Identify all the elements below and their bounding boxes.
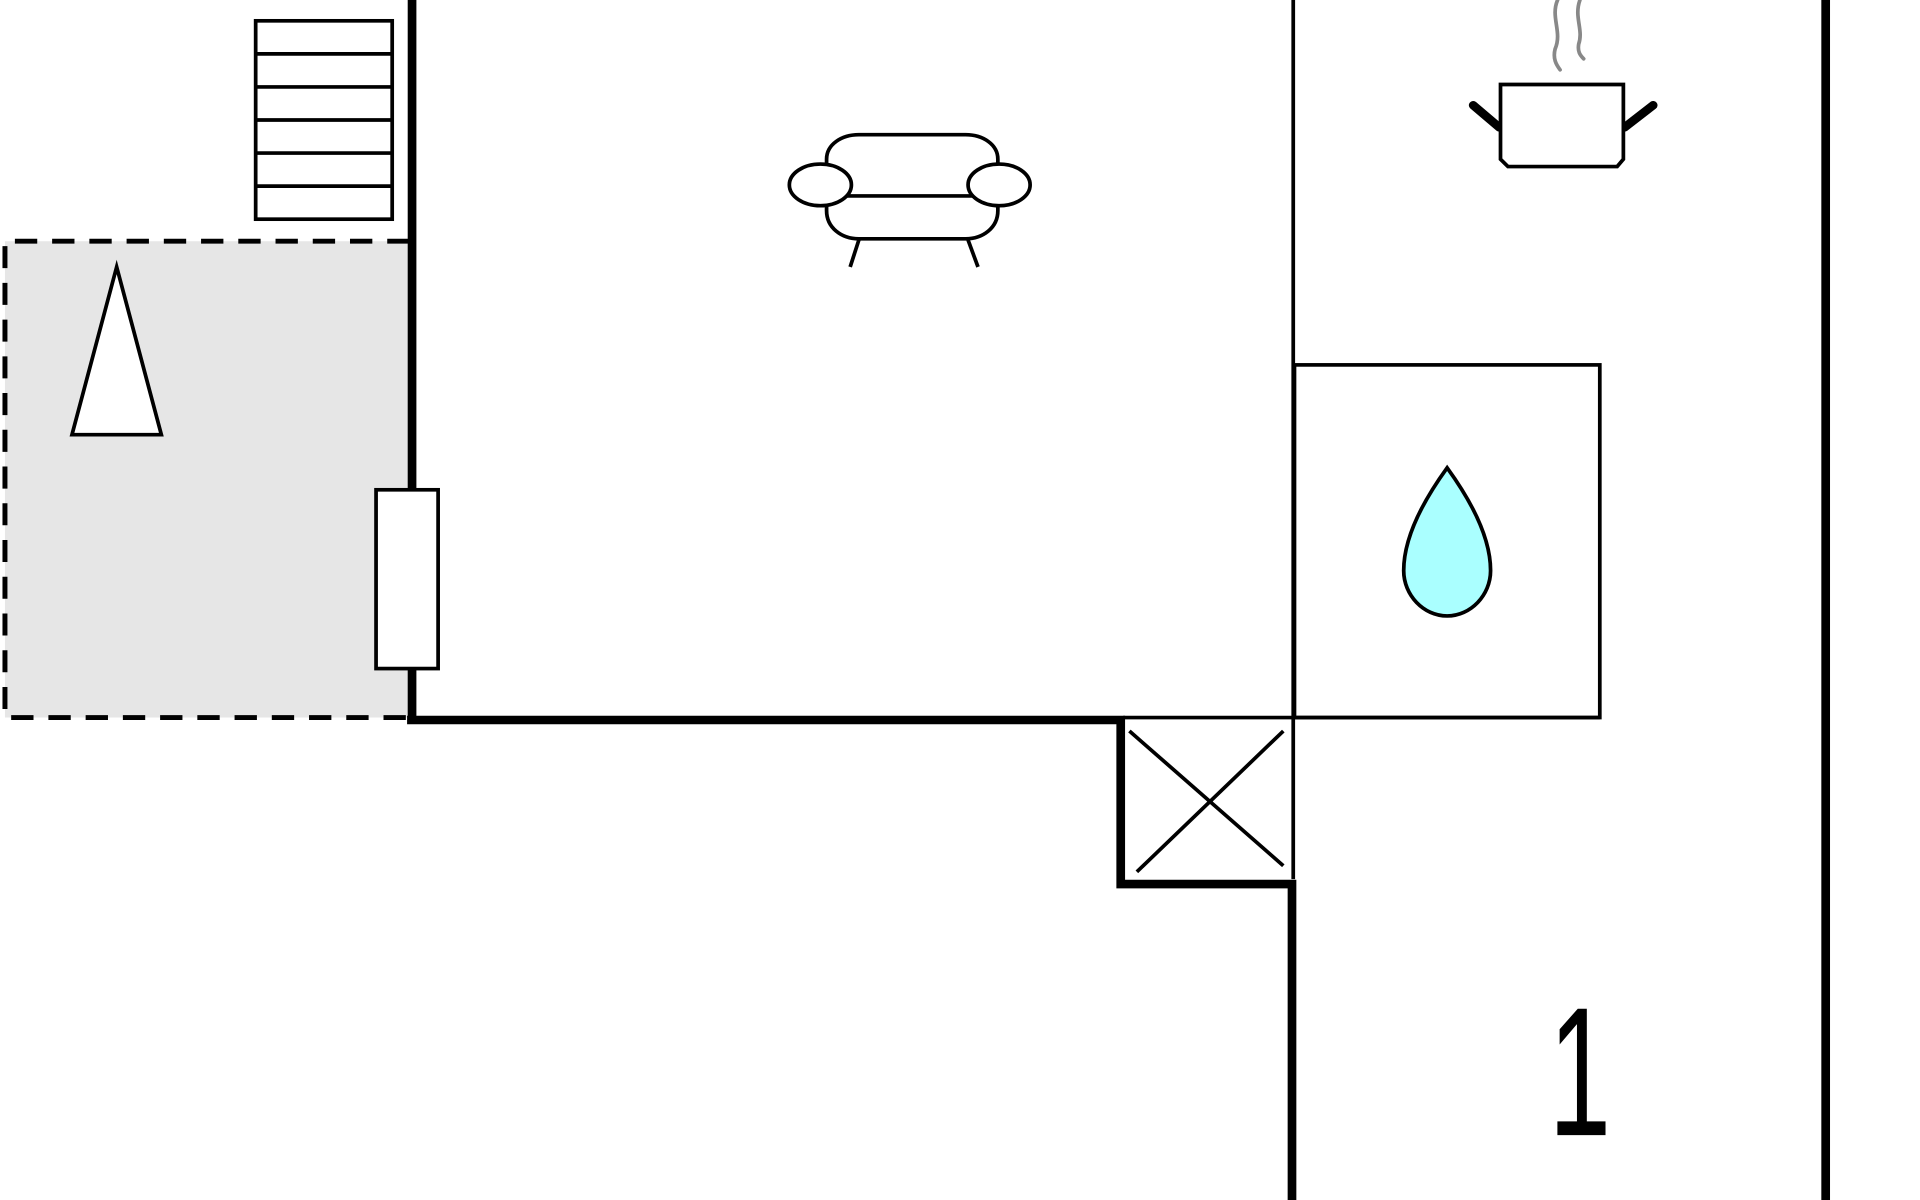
void-cross-icon bbox=[1128, 729, 1285, 874]
stairs-icon bbox=[253, 18, 395, 222]
terrace-area bbox=[4, 241, 410, 718]
terrace-dashed-outline bbox=[2, 238, 410, 720]
bathroom-room bbox=[1292, 363, 1602, 720]
window-left-wall bbox=[374, 487, 440, 671]
sofa-icon bbox=[787, 132, 1032, 268]
floor-label: 1 bbox=[1549, 970, 1611, 1175]
wall-bottom-step bbox=[407, 715, 1297, 1200]
parasol-icon bbox=[69, 259, 164, 437]
walls bbox=[407, 0, 1831, 1200]
cooking-pot-icon bbox=[1468, 0, 1658, 169]
water-drop-icon bbox=[1401, 464, 1493, 618]
